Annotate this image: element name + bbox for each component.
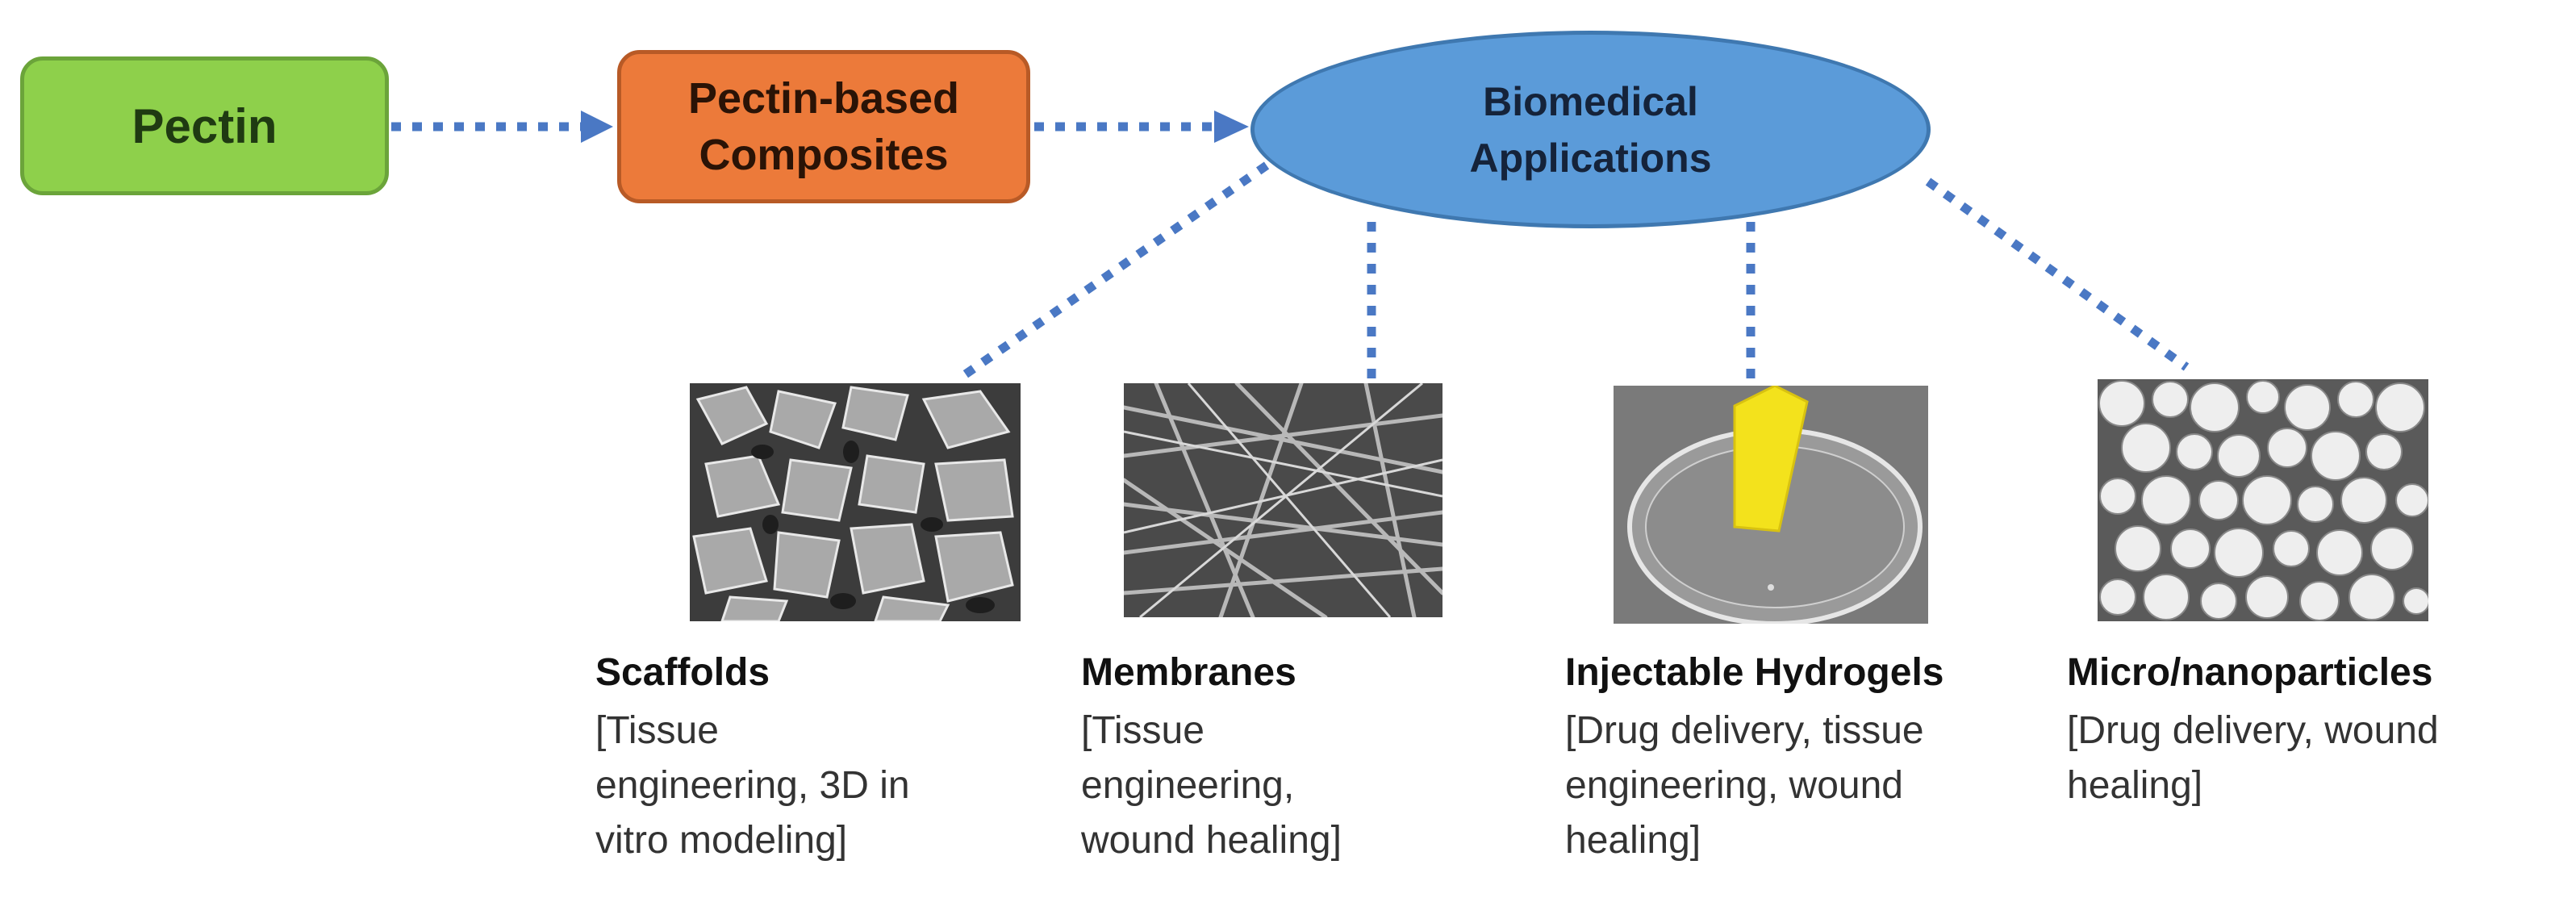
scaffolds-image: [690, 383, 1021, 621]
hydrogels-description: [Drug delivery, tissue engineering, woun…: [1565, 709, 1924, 862]
biomedical-label-line2: Applications: [1469, 135, 1712, 181]
membranes-image: [1124, 383, 1442, 617]
particles-title: Micro/nanoparticles: [2067, 651, 2433, 694]
composites-label-line1: Pectin-based: [687, 74, 960, 123]
scaffolds-title: Scaffolds: [595, 651, 770, 694]
hydrogels-image: [1614, 386, 1928, 624]
membranes-caption: Membranes [Tissue engineering, wound hea…: [1081, 645, 1460, 868]
connector-particles: [1925, 178, 2190, 371]
arrowhead-composites-to-biomedical: [1214, 111, 1249, 143]
biomedical-label-line1: Biomedical: [1483, 78, 1698, 124]
pectin-node: Pectin: [20, 56, 389, 195]
hydrogels-title: Injectable Hydrogels: [1565, 651, 1944, 694]
pectin-label: Pectin: [132, 98, 278, 153]
composites-label-line2: Composites: [699, 131, 949, 179]
membranes-description: [Tissue engineering, wound healing]: [1081, 709, 1342, 862]
membranes-title: Membranes: [1081, 651, 1296, 694]
particles-image: [2098, 379, 2428, 621]
hydrogels-caption: Injectable Hydrogels [Drug delivery, tis…: [1565, 645, 2049, 868]
particles-description: [Drug delivery, wound healing]: [2067, 709, 2439, 807]
particles-caption: Micro/nanoparticles [Drug delivery, woun…: [2067, 645, 2567, 813]
pectin-based-composites-node: Pectin-based Composites: [617, 50, 1030, 203]
biomedical-applications-node: Biomedical Applications: [1250, 31, 1931, 228]
scaffolds-description: [Tissue engineering, 3D in vitro modelin…: [595, 709, 910, 862]
scaffolds-caption: Scaffolds [Tissue engineering, 3D in vit…: [595, 645, 1047, 868]
arrowhead-pectin-to-composites: [581, 111, 613, 143]
